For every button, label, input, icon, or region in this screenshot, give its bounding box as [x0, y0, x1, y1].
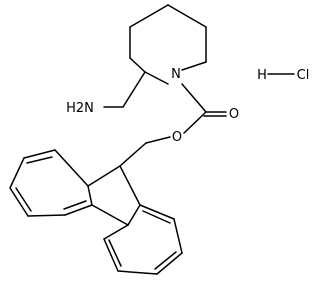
aminomethyl-group: [103, 71, 146, 108]
piperidine-ring: [129, 4, 207, 85]
salt-chlorine-label: Cl: [297, 68, 310, 83]
ester-oxygen-label: O: [172, 130, 182, 145]
salt-hydrogen-label: H: [257, 68, 267, 83]
ring-nitrogen-label: N: [171, 67, 181, 82]
fluorene-system: [9, 149, 183, 275]
carbamate-group: [119, 83, 227, 167]
carbonyl-oxygen-label: O: [229, 107, 239, 122]
amine-label: H2N: [66, 101, 94, 116]
